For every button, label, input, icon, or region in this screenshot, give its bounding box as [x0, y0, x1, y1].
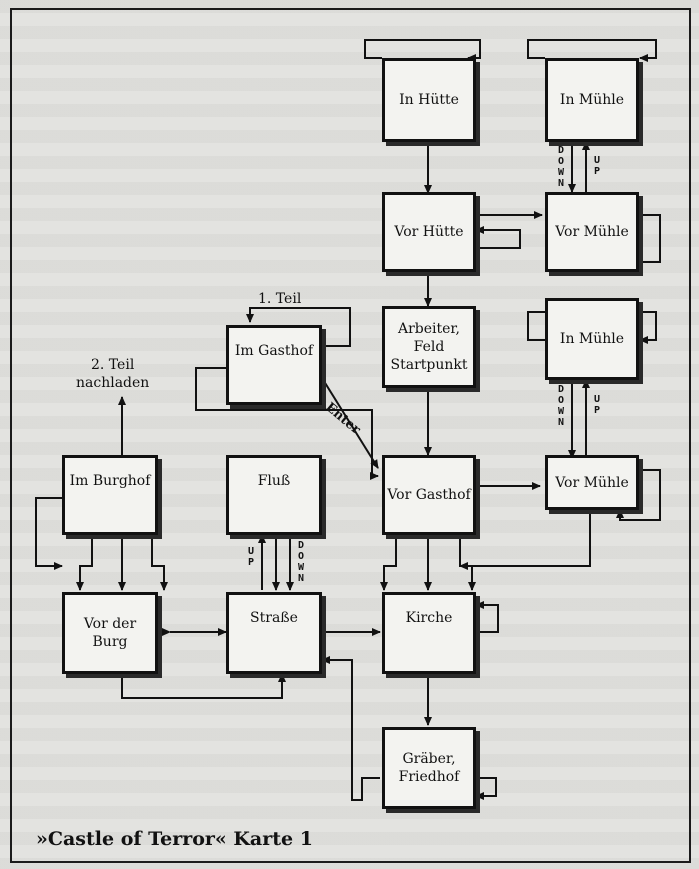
link-vormuehle-kirche [459, 510, 591, 570]
loop-vor-muehle-mid [616, 469, 661, 521]
room-vor-der-burg: Vor der Burg [62, 592, 158, 674]
loop-in-huette [364, 39, 481, 62]
room-kirche: Kirche [382, 592, 476, 674]
loop-vor-huette [475, 226, 521, 249]
link-vorgasthof-kirche-l [380, 535, 397, 591]
label-teil-1: 1. Teil [258, 291, 302, 307]
link-enter [321, 377, 379, 469]
room-im-gasthof: Im Gasthof [226, 325, 322, 405]
room-strasse: Straße [226, 592, 322, 674]
link-vorgasthof-kirche-r [459, 535, 476, 591]
link-burghof-vorburg-l [76, 535, 93, 591]
room-in-muehle-mid: In Mühle [545, 298, 639, 380]
room-vor-huette: Vor Hütte [382, 192, 476, 272]
loop-bottom-strasse [121, 673, 286, 699]
link-graeber-strasse [321, 656, 380, 801]
room-in-huette: In Hütte [382, 58, 476, 142]
loop-in-muehle-top [527, 39, 657, 62]
map-caption: »Castle of Terror« Karte 1 [36, 828, 313, 850]
room-vor-muehle-mid: Vor Mühle [545, 455, 639, 510]
loop-im-burghof [35, 497, 63, 570]
link-gasthof-left [195, 367, 379, 480]
room-graeber-friedhof: Gräber, Friedhof [382, 727, 476, 809]
room-im-burghof: Im Burghof [62, 455, 158, 535]
room-fluss: Fluß [226, 455, 322, 535]
room-arbeiter-feld: Arbeiter, Feld Startpunkt [382, 306, 476, 388]
room-vor-gasthof: Vor Gasthof [382, 455, 476, 535]
room-vor-muehle-top: Vor Mühle [545, 192, 639, 272]
loop-kirche [475, 601, 499, 633]
loop-graeber [475, 777, 497, 800]
loop-im-gasthof [246, 307, 351, 347]
map-frame [10, 8, 691, 863]
link-burghof-vorburg-r [151, 535, 168, 591]
room-in-muehle-top: In Mühle [545, 58, 639, 142]
label-teil-2: 2. Teil nachladen [76, 357, 150, 391]
